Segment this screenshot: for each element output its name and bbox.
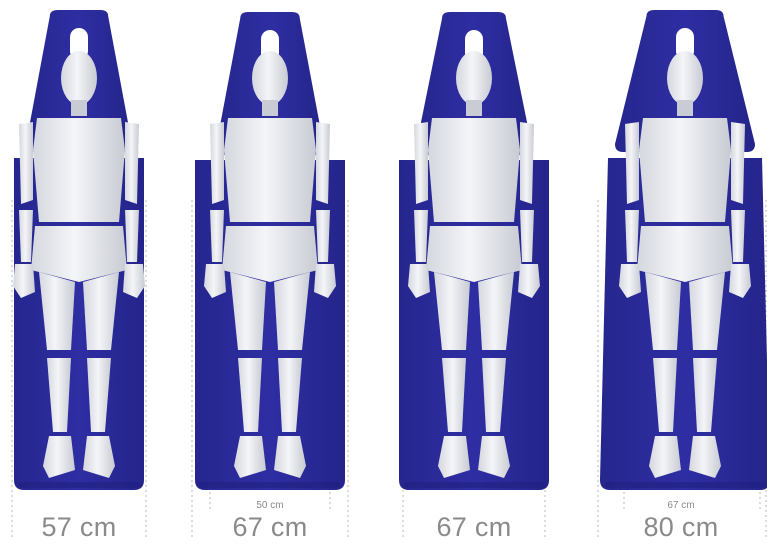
figure-left-upper-arm xyxy=(19,122,33,204)
table-edge-3 xyxy=(403,482,545,488)
table-width-label-2: 67 cm xyxy=(200,512,340,543)
figure-left-forearm xyxy=(210,210,224,262)
figure-head xyxy=(61,51,97,105)
table-edge-1 xyxy=(18,482,140,488)
figure-pelvis xyxy=(637,226,733,282)
figure-left-forearm xyxy=(19,210,33,262)
figure-left-upper-arm xyxy=(414,122,428,204)
figure-head xyxy=(252,51,288,105)
table-edge-2 xyxy=(199,482,341,488)
figure-head xyxy=(456,51,492,105)
figure-right-forearm xyxy=(520,210,534,262)
panel-3 xyxy=(399,12,549,540)
table-width-label-1: 57 cm xyxy=(12,512,146,543)
table-edge-4 xyxy=(604,482,766,488)
figure-torso xyxy=(428,118,520,222)
table-width-label-3: 67 cm xyxy=(403,512,545,543)
figure-torso xyxy=(33,118,125,222)
figure-neck xyxy=(71,100,87,116)
figure-left-forearm xyxy=(625,210,639,262)
figure-right-forearm xyxy=(731,210,745,262)
figure-right-forearm xyxy=(125,210,139,262)
figure-torso xyxy=(639,118,731,222)
panel-2 xyxy=(192,12,348,540)
figure-neck xyxy=(466,100,482,116)
figure-torso xyxy=(224,118,316,222)
figure-right-upper-arm xyxy=(731,122,745,204)
figure-right-upper-arm xyxy=(316,122,330,204)
figure-left-upper-arm xyxy=(210,122,224,204)
panel-1 xyxy=(12,10,146,540)
figure-left-upper-arm xyxy=(625,122,639,204)
figure-neck xyxy=(262,100,278,116)
table-inner-width-label-2: 50 cm xyxy=(200,500,340,511)
figure-right-forearm xyxy=(316,210,330,262)
figure-right-upper-arm xyxy=(125,122,139,204)
panel-4 xyxy=(598,10,767,540)
figure-head xyxy=(667,51,703,105)
figure-neck xyxy=(677,100,693,116)
figure-left-forearm xyxy=(414,210,428,262)
table-width-label-4: 80 cm xyxy=(596,512,766,543)
figure-right-upper-arm xyxy=(520,122,534,204)
table-inner-width-label-4: 67 cm xyxy=(596,500,766,511)
